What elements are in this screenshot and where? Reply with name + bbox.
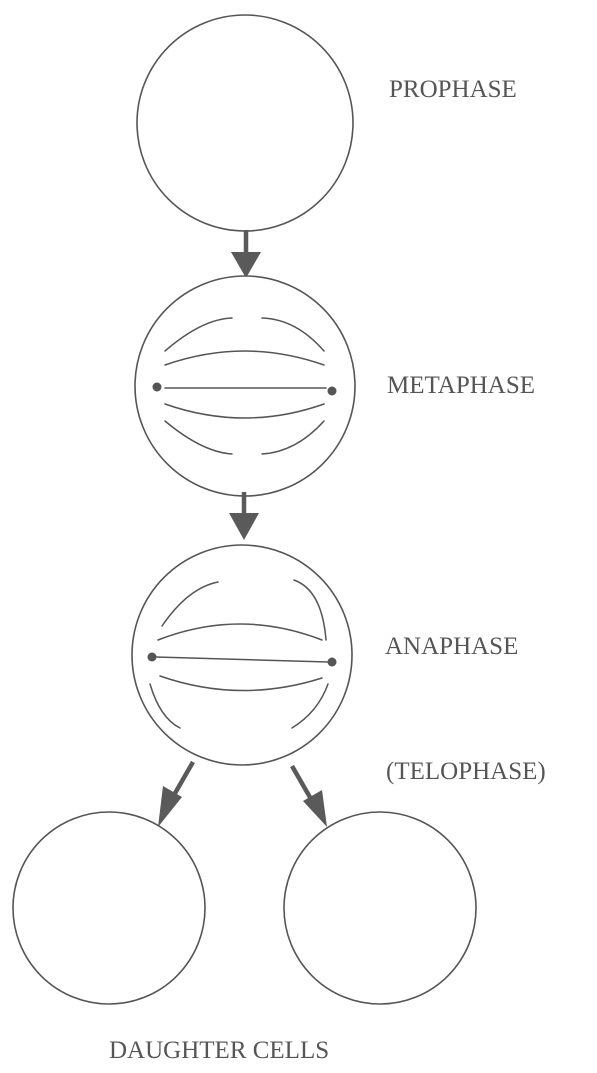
- arrow-anaphase-to-left-daughter: [158, 760, 195, 827]
- anaphase-left-pole: [147, 652, 157, 662]
- left-daughter-cell: [12, 811, 206, 1005]
- metaphase-cell: [134, 275, 356, 497]
- anaphase-cell-group: [131, 544, 353, 766]
- metaphase-cell-group: [134, 275, 356, 497]
- anaphase-right-pole: [327, 657, 337, 667]
- telophase-label: (TELOPHASE): [386, 758, 546, 785]
- metaphase-left-pole: [152, 382, 162, 392]
- prophase-cell: [136, 14, 354, 232]
- metaphase-spindle: [164, 317, 327, 455]
- metaphase-right-pole: [327, 386, 337, 396]
- arrow-prophase-to-metaphase: [231, 230, 261, 278]
- daughter-cells-label: DAUGHTER CELLS: [109, 1037, 329, 1064]
- metaphase-label: METAPHASE: [387, 372, 535, 399]
- anaphase-cell: [131, 544, 353, 766]
- right-daughter-cell: [283, 811, 477, 1005]
- anaphase-label: ANAPHASE: [385, 633, 518, 660]
- prophase-label: PROPHASE: [389, 76, 517, 103]
- arrow-metaphase-to-anaphase: [229, 492, 259, 540]
- arrow-anaphase-to-right-daughter: [290, 764, 327, 827]
- anaphase-spindle: [149, 579, 329, 729]
